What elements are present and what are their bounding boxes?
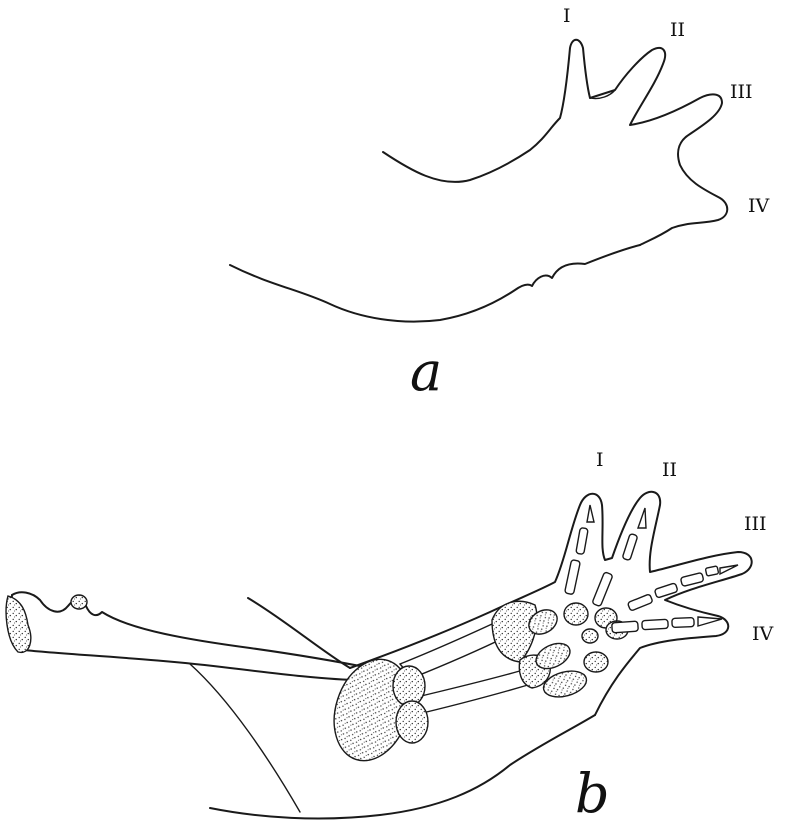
panel-b: I II III IV b — [6, 449, 773, 825]
panel-b-radius-distal-cartilage — [492, 601, 537, 662]
panel-a-limb-outline — [383, 40, 727, 245]
panel-b-forearm-outline-upper — [248, 598, 350, 668]
panel-b-digit1-phalanx — [576, 528, 588, 555]
panel-a-letter: a — [410, 340, 442, 403]
panel-b-digit2-phalanx — [622, 533, 638, 560]
panel-b-radius-head — [393, 666, 425, 706]
panel-b-digit-label-2: II — [662, 459, 677, 481]
panel-a-lower-outline — [230, 245, 640, 322]
panel-b-carpal-8 — [584, 652, 608, 672]
panel-b-upper-bone-top — [12, 592, 370, 668]
panel-b-digit-label-4: IV — [752, 623, 774, 645]
panel-a-digit-label-2: II — [670, 19, 685, 41]
panel-b-letter: b — [575, 762, 610, 825]
panel-a-digit-label-4: IV — [748, 195, 770, 217]
panel-a: I II III IV a — [230, 5, 770, 403]
panel-b-digit1-tip — [587, 505, 594, 522]
panel-b-digit3-phalanx-3 — [705, 566, 718, 576]
panel-b-digit3-phalanx-2 — [680, 572, 704, 586]
panel-b-digit4-phalanx-2 — [672, 618, 694, 628]
panel-b-digit-label-1: I — [596, 449, 604, 471]
panel-b-carpal-2 — [564, 603, 588, 625]
panel-a-digit-label-1: I — [563, 5, 571, 27]
panel-b-digit3-tip — [720, 565, 738, 574]
panel-b-digit4-metacarpal — [612, 621, 639, 633]
panel-b-digit3-metacarpal — [627, 594, 653, 611]
panel-b-ulna-head — [396, 701, 428, 743]
panel-b-digit2-metacarpal — [592, 572, 613, 607]
panel-b-bone-head-1 — [6, 596, 31, 652]
panel-b-elbow-fold — [190, 664, 300, 812]
panel-b-digit-label-3: III — [744, 513, 767, 535]
panel-b-digit4-tip — [698, 617, 722, 626]
panel-b-carpal-5 — [582, 629, 598, 643]
panel-b-digit2-tip — [638, 508, 646, 528]
panel-a-digit-label-3: III — [730, 81, 753, 103]
panel-b-digit1-metacarpal — [565, 560, 581, 595]
panel-b-bone-head-2 — [71, 595, 87, 609]
panel-b-digit4-phalanx-1 — [642, 619, 668, 629]
